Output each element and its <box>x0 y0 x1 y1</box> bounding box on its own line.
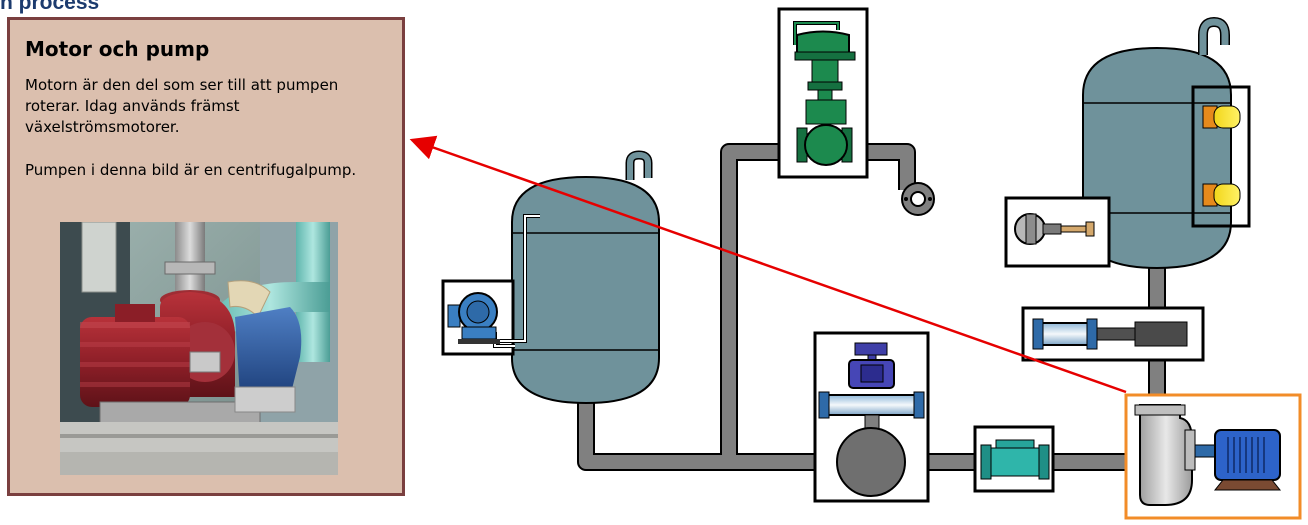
inline-flowmeter[interactable] <box>975 427 1053 491</box>
pipe-end-flange <box>902 183 934 215</box>
control-valve[interactable] <box>779 9 867 177</box>
temperature-sensor[interactable] <box>1006 198 1109 266</box>
manual-valve-flowmeter[interactable] <box>815 333 928 501</box>
motor-and-pump[interactable] <box>1126 395 1300 518</box>
level-gauge[interactable] <box>443 216 540 354</box>
pipe-hydraulic-valve[interactable] <box>1023 308 1203 360</box>
left-tank <box>512 155 659 403</box>
